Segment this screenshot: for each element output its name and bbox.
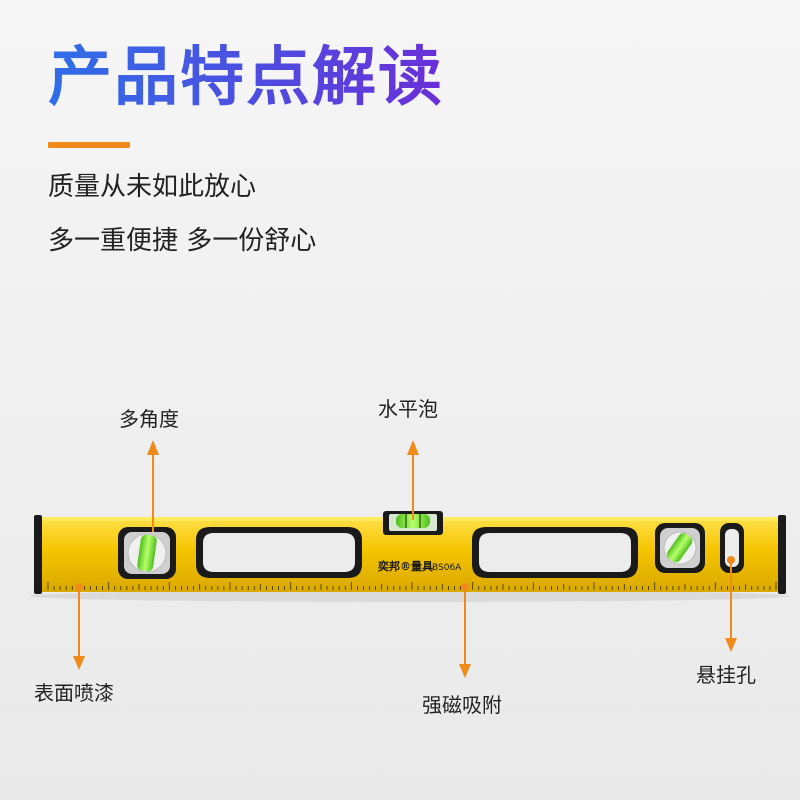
callout-label-surface-spray: 表面喷漆 <box>34 681 114 705</box>
right-angle-vial-window <box>655 523 705 573</box>
model-label: BS06A <box>432 563 462 573</box>
title-underline <box>48 142 130 148</box>
callout-arrow-multi-angle <box>147 440 159 532</box>
callout-label-strong-magnet: 强磁吸附 <box>422 693 502 717</box>
left-handle-cutout <box>196 527 362 578</box>
callout-arrow-strong-magnet <box>459 583 471 678</box>
top-level-vial-housing <box>383 511 443 535</box>
callout-arrow-surface-spray <box>73 583 85 670</box>
callout-arrow-level-bubble <box>407 440 419 520</box>
subtitle-line-1: 质量从未如此放心 <box>48 172 257 202</box>
left-angle-vial-window <box>118 527 176 579</box>
brand-label: 奕邦®量具 <box>378 559 433 573</box>
left-vial-bubble <box>137 534 157 572</box>
left-end-cap <box>34 515 42 594</box>
right-handle-cutout <box>472 527 638 578</box>
right-end-cap <box>778 515 786 594</box>
callout-label-hang-hole: 悬挂孔 <box>696 663 756 687</box>
right-vial-bubble <box>666 533 693 563</box>
callout-label-multi-angle: 多角度 <box>119 407 179 431</box>
page-title: 产品特点解读 <box>48 38 444 118</box>
top-vial-bubble <box>396 514 430 528</box>
ruler-scale <box>47 582 777 590</box>
callout-label-level-bubble: 水平泡 <box>378 397 438 421</box>
callout-arrow-hang-hole <box>725 556 737 652</box>
level-shadow <box>30 590 790 602</box>
subtitle-line-2: 多一重便捷 多一份舒心 <box>48 226 317 256</box>
